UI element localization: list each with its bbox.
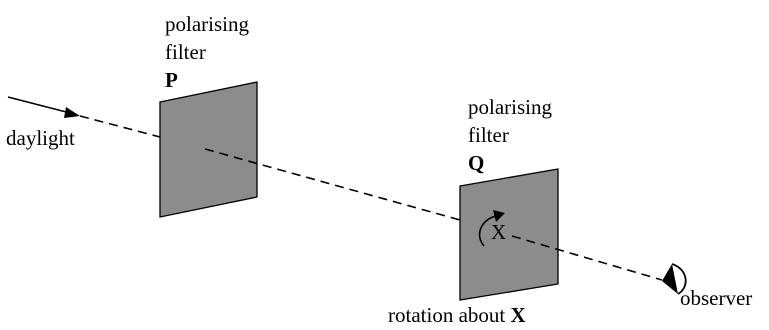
filter-q-label-line1: polarising	[468, 95, 552, 119]
filter-p-letter: P	[165, 68, 178, 92]
filter-p-label-line2: filter	[165, 40, 206, 64]
filter-q-plate	[459, 168, 559, 301]
incoming-ray-solid	[7, 96, 71, 114]
eye-icon	[662, 263, 687, 295]
daylight-label: daylight	[6, 126, 75, 150]
rotation-label-axis: X	[510, 303, 526, 327]
ray-to-observer	[511, 235, 663, 281]
filter-p-label-line1: polarising	[165, 12, 249, 36]
filter-q-letter: Q	[468, 151, 485, 175]
rotation-arrow	[478, 215, 497, 247]
rotation-label: rotation about X	[388, 303, 526, 327]
observer-label: observer	[680, 286, 753, 310]
incoming-ray-dashed	[79, 115, 161, 138]
incoming-ray-arrowhead	[64, 107, 80, 118]
rotation-arrowhead	[493, 210, 505, 222]
rotation-label-text: rotation about	[388, 303, 511, 327]
axis-x-symbol: X	[491, 220, 507, 244]
filter-q-label-line2: filter	[468, 123, 509, 147]
